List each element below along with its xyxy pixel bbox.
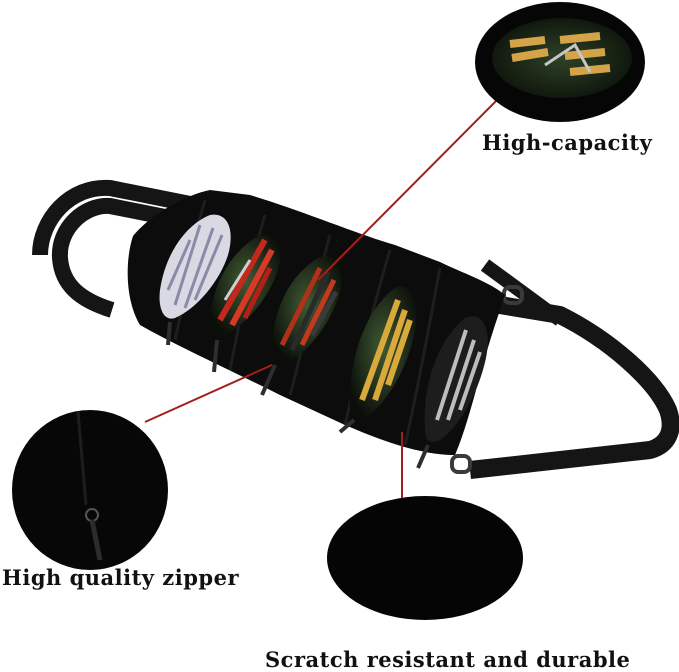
pocket-5 [424,316,488,442]
wrench-set-icon [435,329,482,421]
pocket-2 [210,235,281,337]
pocket-3 [272,256,342,364]
callout-label-capacity: High-capacity [482,130,653,155]
screwdriver-set-icon [279,266,339,352]
zoom-circle-fabric [327,496,523,620]
callout-label-scratch: Scratch resistant and durable [265,647,631,672]
yellow-screwdriver-icon [359,298,413,402]
callout-label-zipper: High quality zipper [2,565,240,590]
pocket-1 [159,214,231,319]
zoom-circle-zipper [12,410,168,570]
red-handle-pliers-icon [217,238,275,327]
pocket-4 [349,286,417,421]
zoom-circle-capacity [475,2,645,122]
pliers-and-screwdriver-icon [166,224,224,309]
zipper-pull-icon [166,321,430,469]
